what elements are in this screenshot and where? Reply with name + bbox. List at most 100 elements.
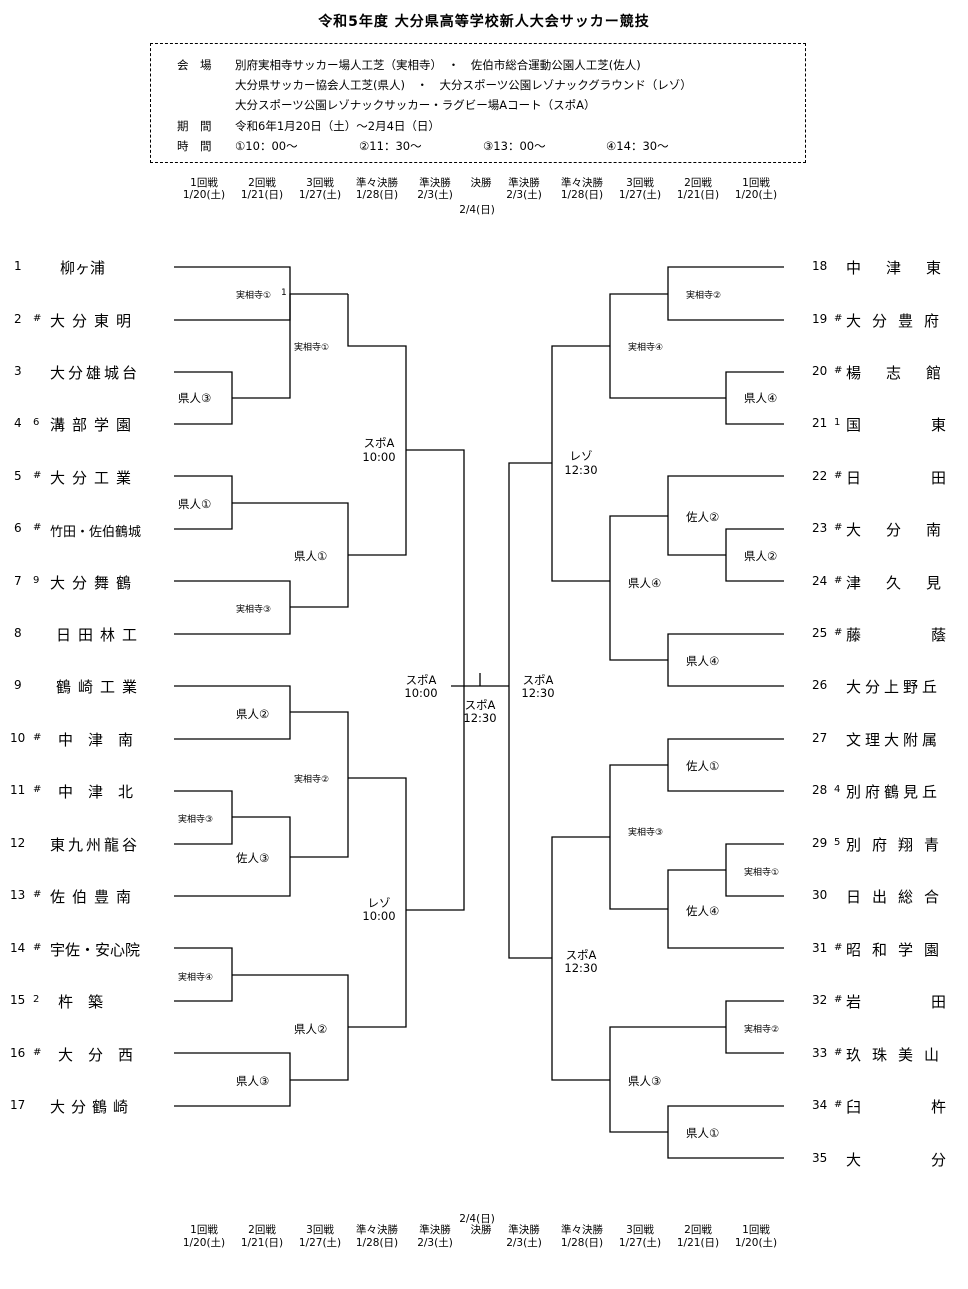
seed-number: 25 bbox=[812, 626, 828, 640]
venue-label: 実相寺① bbox=[236, 291, 272, 301]
seed-number: 23 bbox=[812, 521, 828, 535]
venue-label: 県人④ bbox=[628, 576, 662, 590]
venue-label: 会 場 bbox=[177, 58, 212, 72]
seed-number: 33 bbox=[812, 1046, 828, 1060]
round-label: 準々決勝 bbox=[561, 177, 603, 189]
venue-line-3: 大分スポーツ公園レゾナックサッカー・ラグビー場Aコート（スポA） bbox=[235, 98, 596, 112]
round-date: 2/3(土) bbox=[506, 1237, 542, 1249]
team-name: 日田 bbox=[846, 469, 946, 487]
venue-label: 県人③ bbox=[178, 391, 212, 405]
venue-label: 実相寺① bbox=[744, 868, 780, 878]
seed-number: 17 bbox=[10, 1098, 26, 1112]
venue-label: スポA bbox=[522, 673, 554, 687]
seed-number: 7 bbox=[14, 574, 22, 588]
seed-number: 34 bbox=[812, 1098, 828, 1112]
bracket-line bbox=[232, 293, 348, 399]
seed-number: 19 bbox=[812, 312, 828, 326]
seed-mark: 2 bbox=[33, 994, 40, 1005]
round-label: 準決勝 bbox=[508, 1224, 540, 1236]
venue-label: スポA bbox=[565, 948, 597, 962]
venue-label: 佐人② bbox=[686, 510, 720, 524]
bracket-line bbox=[290, 711, 349, 858]
venue-label: 実相寺③ bbox=[178, 815, 214, 825]
round-label: 準決勝 bbox=[419, 177, 451, 189]
seed-mark: # bbox=[33, 313, 42, 324]
seed-mark: 9 bbox=[33, 575, 40, 586]
seed-mark: # bbox=[33, 942, 42, 953]
team-name: 鶴崎工業 bbox=[56, 678, 145, 696]
round-label: 2回戦 bbox=[248, 177, 276, 189]
seed-number: 9 bbox=[14, 678, 22, 692]
round-date: 1/27(土) bbox=[298, 1237, 342, 1249]
seed-number: 28 bbox=[812, 783, 828, 797]
venue-label: 実相寺③ bbox=[236, 605, 272, 615]
venue-label: 佐人④ bbox=[686, 904, 720, 918]
bracket-line bbox=[508, 686, 552, 959]
venue-label: スポA bbox=[405, 673, 437, 687]
seed-mark: # bbox=[33, 732, 42, 743]
round-date: 1/28(日) bbox=[355, 1237, 399, 1249]
venue-label: 県人② bbox=[236, 707, 270, 721]
seed-number: 24 bbox=[812, 574, 828, 588]
round-date: 1/21(日) bbox=[240, 1237, 284, 1249]
seed-number: 15 bbox=[10, 993, 26, 1007]
round-date: 1/27(土) bbox=[618, 1237, 662, 1249]
venue-time: 10:00 bbox=[362, 450, 396, 464]
venue-time: 12:30 bbox=[564, 463, 598, 477]
seed-number: 11 bbox=[10, 783, 26, 797]
round-label: 準々決勝 bbox=[561, 1224, 603, 1236]
venue-label: レゾ bbox=[367, 896, 391, 910]
venue-label: 実相寺② bbox=[686, 291, 722, 301]
team-name: 大分舞鶴 bbox=[50, 574, 139, 592]
venue-label: 県人① bbox=[294, 549, 328, 563]
bracket-line bbox=[406, 449, 465, 660]
seed-number: 21 bbox=[812, 416, 828, 430]
team-name: 昭和学園 bbox=[846, 941, 951, 959]
info-box: 会 場 別府実相寺サッカー場人工芝（実相寺） ・ 佐伯市総合運動公園人工芝(佐人… bbox=[150, 43, 806, 163]
venue-mark: 1 bbox=[281, 288, 287, 298]
round-date: 1/28(日) bbox=[560, 1237, 604, 1249]
venue-label: レゾ bbox=[569, 449, 593, 463]
team-name-text: 柳ヶ浦 bbox=[60, 259, 106, 277]
bracket-line bbox=[174, 1052, 291, 1107]
venue-time: 12:30 bbox=[521, 686, 555, 700]
seed-number: 16 bbox=[10, 1046, 26, 1060]
round-label: 3回戦 bbox=[306, 1224, 334, 1236]
round-date: 1/21(日) bbox=[676, 1237, 720, 1249]
round-date: 1/20(土) bbox=[734, 189, 778, 201]
seed-mark: # bbox=[834, 522, 843, 533]
team-name: 宇佐・安心院 bbox=[50, 941, 141, 959]
seed-number: 27 bbox=[812, 731, 828, 745]
round-label: 3回戦 bbox=[306, 177, 334, 189]
round-label: 1回戦 bbox=[742, 177, 770, 189]
seed-number: 18 bbox=[812, 259, 828, 273]
venue-time: 10:00 bbox=[362, 909, 396, 923]
team-name: 大分上野丘 bbox=[846, 678, 942, 696]
venue-line-1: 別府実相寺サッカー場人工芝（実相寺） ・ 佐伯市総合運動公園人工芝(佐人) bbox=[235, 58, 641, 72]
team-name: 大分工業 bbox=[50, 469, 139, 487]
team-name: 大分西 bbox=[58, 1046, 149, 1064]
team-name: 大分鶴崎 bbox=[50, 1098, 135, 1116]
round-date: 1/28(日) bbox=[560, 189, 604, 201]
venue-label: 実相寺② bbox=[294, 775, 330, 785]
seed-mark: 5 bbox=[834, 837, 841, 848]
seed-number: 29 bbox=[812, 836, 828, 850]
venue-time: 12:30 bbox=[564, 961, 598, 975]
seed-number: 1 bbox=[14, 259, 22, 273]
seed-mark: # bbox=[33, 784, 42, 795]
period-label: 期 間 bbox=[177, 119, 212, 133]
seed-mark: # bbox=[834, 313, 843, 324]
team-name: 大分東明 bbox=[50, 312, 139, 330]
round-label: 1回戦 bbox=[190, 1224, 218, 1236]
venue-label: 県人② bbox=[294, 1022, 328, 1036]
venue-label: 佐人③ bbox=[236, 851, 270, 865]
bracket-line bbox=[406, 660, 465, 911]
seed-mark: # bbox=[834, 365, 843, 376]
team-name: 大分 bbox=[846, 1151, 946, 1169]
seed-mark: # bbox=[834, 942, 843, 953]
venue-label: 県人③ bbox=[628, 1074, 662, 1088]
round-label: 2回戦 bbox=[248, 1224, 276, 1236]
time-label: 時 間 bbox=[177, 139, 212, 153]
seed-mark: # bbox=[33, 1047, 42, 1058]
final-date: 2/4(日) bbox=[459, 1213, 495, 1225]
